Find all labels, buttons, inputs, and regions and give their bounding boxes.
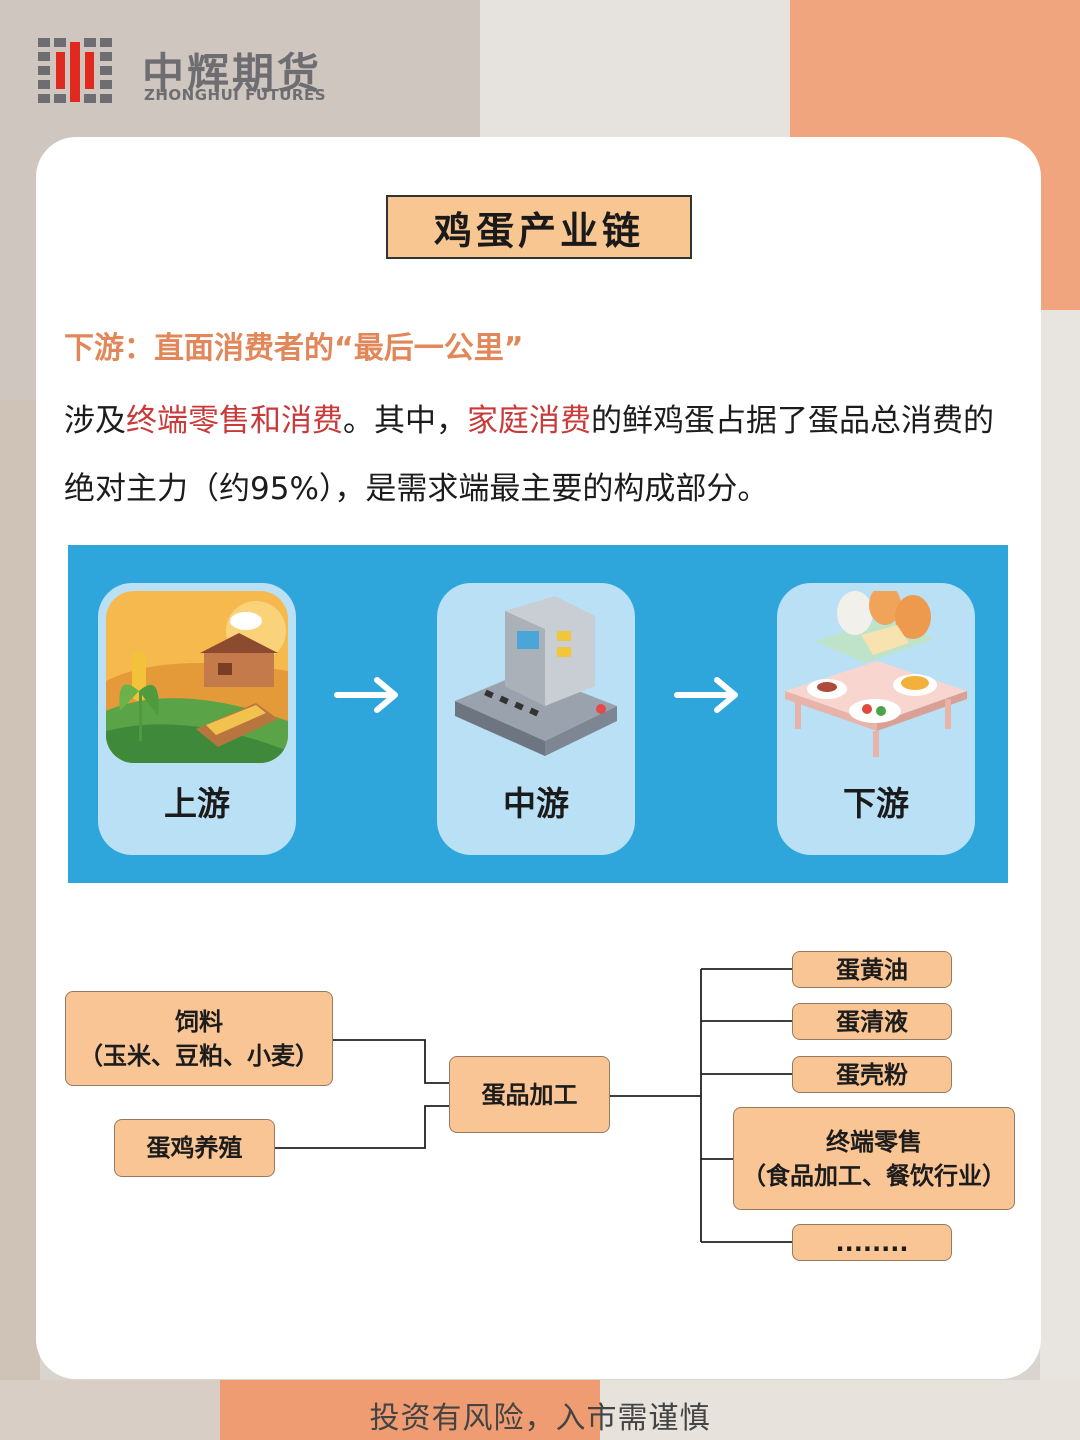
dining-table-icon [785,591,967,763]
background-block [0,400,40,1440]
node-label: 蛋鸡养殖 [146,1134,243,1162]
node-layer-farming: 蛋鸡养殖 [114,1119,275,1177]
node-sublabel: （食品加工、餐饮行业） [742,1161,1006,1190]
content-card: 鸡蛋产业链 下游：直面消费者的“最后一公里” 涉及终端零售和消费。其中，家庭消费… [36,137,1041,1379]
stage-downstream: 下游 [777,583,975,855]
node-label: 蛋壳粉 [836,1060,908,1089]
node-sublabel: （玉米、豆粕、小麦） [79,1041,319,1070]
processing-machine-icon [445,591,627,763]
background-block [220,1380,600,1440]
logo-cn-text: 中辉期货 [142,49,323,98]
stage-label: 上游 [164,784,230,823]
description-paragraph: 涉及终端零售和消费。其中，家庭消费的鲜鸡蛋占据了蛋品总消费的绝对主力（约95%）… [64,387,1014,523]
node-label: 饲料 [175,1007,223,1036]
node-label: 终端零售 [826,1127,922,1156]
logo-mark-icon [38,38,112,103]
background-block [600,1380,1080,1440]
risk-disclaimer: 投资有风险，入市需谨慎 [369,1401,711,1436]
industry-chain-illustration: 上游 [68,545,1008,883]
brand-logo: 中辉期货 ZHONGHUI FUTURES [38,38,368,108]
node-terminal-retail: 终端零售 （食品加工、餐饮行业） [733,1107,1015,1210]
arrow-right-icon [674,677,738,713]
node-eggshell-powder: 蛋壳粉 [792,1056,952,1093]
node-label: 蛋黄油 [836,955,908,984]
para-highlight: 终端零售和消费 [126,403,343,439]
para-seg: 。其中， [343,403,467,439]
para-seg: 涉及 [64,403,126,439]
para-seg: 的鲜鸡蛋占据了蛋品总消费的绝对主力（约95%），是需求端最主要的构成部分。 [64,403,994,507]
para-highlight: 家庭消费 [467,403,591,439]
stage-upstream: 上游 [98,583,296,855]
section-subtitle: 下游：直面消费者的“最后一公里” [64,331,524,366]
node-label: ........ [835,1228,909,1257]
node-more: ........ [792,1224,952,1261]
background-block [0,1380,220,1440]
stage-label: 中游 [503,784,569,823]
node-egg-yolk-oil: 蛋黄油 [792,951,952,988]
farm-icon [106,591,288,763]
stage-midstream: 中游 [437,583,635,855]
node-egg-processing: 蛋品加工 [449,1056,610,1133]
node-label: 蛋品加工 [481,1080,578,1109]
stage-label: 下游 [843,784,909,823]
node-egg-white-liquid: 蛋清液 [792,1003,952,1040]
node-feed: 饲料 （玉米、豆粕、小麦） [65,991,333,1086]
arrow-right-icon [334,677,398,713]
logo-en-text: ZHONGHUI FUTURES [144,86,327,104]
background-block [1040,310,1080,1440]
node-label: 蛋清液 [836,1007,908,1036]
page-title: 鸡蛋产业链 [386,195,692,259]
